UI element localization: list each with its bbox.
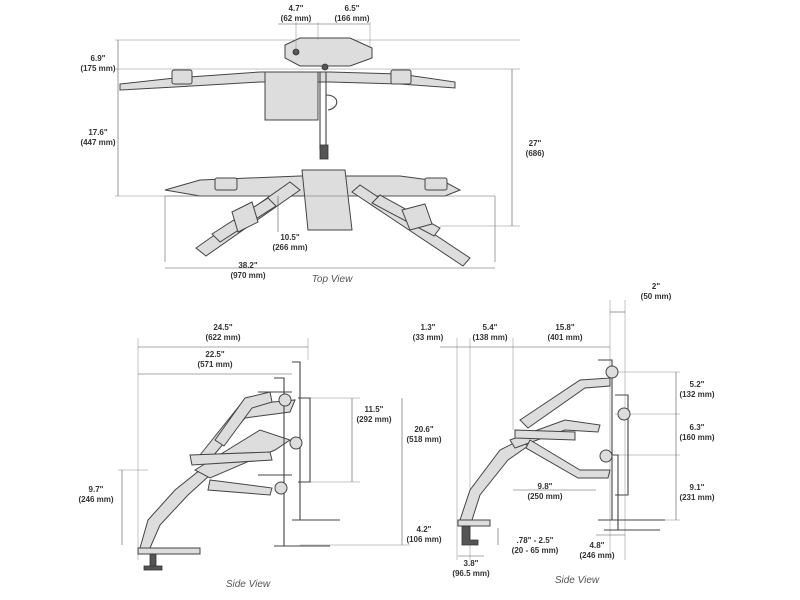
dim-label: 9.1" (690, 483, 705, 492)
top-center-block (264, 71, 319, 121)
top-lower-bracket-left (214, 177, 238, 191)
dim-label: 6.3" (690, 423, 705, 432)
dim-label: .78" - 2.5" (517, 536, 554, 545)
dim-label: (138 mm) (472, 333, 507, 342)
sl-arm-high (214, 391, 273, 447)
view-caption: Side View (226, 579, 271, 590)
dim-label: 9.8" (538, 482, 553, 491)
sr-feet (612, 519, 665, 531)
dim-label: (62 mm) (281, 14, 312, 23)
dim-label: (246 mm) (78, 495, 113, 504)
dim-label: (401 mm) (547, 333, 582, 342)
top-post-clamp (319, 144, 329, 160)
dim-label: (166 mm) (334, 14, 369, 23)
dim-label: (571 mm) (197, 360, 232, 369)
view-caption: Side View (555, 575, 600, 586)
dim-label: (33 mm) (413, 333, 444, 342)
dim-label: (246 mm) (579, 551, 614, 560)
sr-arm-b (519, 377, 611, 429)
sl-tilt-knob (274, 481, 288, 495)
dim-label: 4.2" (417, 525, 432, 534)
dim-label: 5.2" (690, 380, 705, 389)
sl-arm-lower-horizontal (207, 479, 273, 496)
sr-arm-d (514, 429, 576, 441)
top-base-edges (164, 196, 496, 262)
top-post (319, 72, 327, 150)
dim-label: 3.8" (464, 559, 479, 568)
sl-monitor-front (274, 377, 285, 547)
dim-label: (292 mm) (356, 415, 391, 424)
sl-link (258, 391, 292, 476)
dim-label: (250 mm) (527, 492, 562, 501)
top-arm-right-head (401, 203, 433, 231)
dim-label: (266 mm) (272, 243, 307, 252)
dim-label: 4.7" (289, 4, 304, 13)
dim-label: (132 mm) (679, 390, 714, 399)
side-view-left: 24.5" (622 mm) 22.5" (571 mm) 11.5" (292… (78, 323, 441, 590)
dim-label: 6.9" (91, 54, 106, 63)
dim-label: (106 mm) (406, 535, 441, 544)
top-lower-bracket-right (424, 177, 448, 191)
top-arm-left-head (231, 201, 259, 233)
sl-clamp-knob (143, 565, 163, 571)
dim-label: 22.5" (205, 350, 225, 359)
side-view-right: 1.3" (33 mm) 5.4" (138 mm) 15.8" (401 mm… (413, 282, 715, 586)
dim-label: (96.5 mm) (452, 569, 490, 578)
dim-label: 11.5" (365, 405, 384, 414)
sr-clamp (461, 525, 479, 546)
dim-label: (686) (526, 149, 545, 158)
sl-lower-arm (139, 469, 211, 549)
dim-label: 20.6" (414, 425, 434, 434)
top-bracket-right (390, 69, 412, 85)
sr-monitor-c (604, 454, 619, 531)
top-post-hook (325, 94, 338, 111)
top-lower-block (301, 169, 353, 231)
dim-label: 24.5" (213, 323, 233, 332)
dim-label: 15.8" (555, 323, 575, 332)
dim-label: (622 mm) (205, 333, 240, 342)
dim-label: 38.2" (238, 261, 258, 270)
top-view: 4.7" (62 mm) 6.5" (166 mm) 6.9" (175 mm)… (80, 4, 544, 285)
dim-label: 27" (529, 139, 542, 148)
dim-label: 17.6" (88, 128, 108, 137)
top-head (284, 37, 373, 67)
sl-monitor-mid (298, 397, 311, 483)
sl-feet (284, 519, 340, 547)
dim-label: 1.3" (421, 323, 436, 332)
dim-label: 9.7" (89, 485, 104, 494)
dim-label: (970 mm) (230, 271, 265, 280)
dim-label: (518 mm) (406, 435, 441, 444)
dim-label: (231 mm) (679, 493, 714, 502)
dim-label: 6.5" (345, 4, 360, 13)
sl-base-plate (137, 547, 201, 555)
view-caption: Top View (312, 274, 353, 285)
sr-tilt-knob (599, 449, 613, 463)
sr-monitor-b (615, 394, 629, 496)
sr-arm-c (525, 439, 611, 479)
top-bracket-left (171, 69, 193, 85)
pivot (321, 63, 329, 71)
sr-monitor-a (598, 359, 613, 521)
dim-label: (20 - 65 mm) (512, 546, 559, 555)
dim-label: (160 mm) (679, 433, 714, 442)
dim-label: 10.5" (280, 233, 300, 242)
dim-label: (50 mm) (641, 292, 672, 301)
sl-arm-horizontal (189, 451, 273, 466)
sr-tilt-knob (617, 407, 631, 421)
dim-label: 5.4" (483, 323, 498, 332)
sl-tilt-knob (278, 393, 292, 407)
dim-label: (447 mm) (80, 138, 115, 147)
dim-label: (175 mm) (80, 64, 115, 73)
sl-tilt-knob (289, 436, 303, 450)
sr-base-plate (457, 519, 491, 527)
sr-tilt-knob (605, 365, 619, 379)
dim-label: 4.8" (590, 541, 605, 550)
dim-label: 2" (652, 282, 660, 291)
